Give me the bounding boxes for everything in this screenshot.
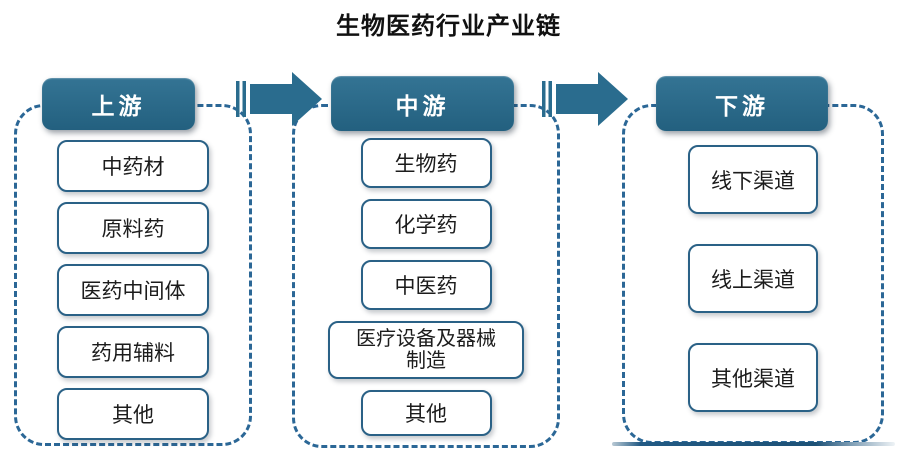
downstream-header: 下游 bbox=[656, 76, 828, 131]
upstream-item-box: 药用辅料 bbox=[57, 326, 209, 378]
upstream-header: 上游 bbox=[42, 78, 195, 130]
page-title: 生物医药行业产业链 bbox=[336, 14, 561, 40]
midstream-items: 生物药 化学药 中医药 医疗设备及器械制造 其他 bbox=[292, 138, 560, 436]
upstream-item-box: 医药中间体 bbox=[57, 264, 209, 316]
arrow-right-icon bbox=[236, 72, 322, 126]
downstream-item-box: 线下渠道 bbox=[688, 145, 818, 214]
upstream-item-box: 原料药 bbox=[57, 202, 209, 254]
midstream-header: 中游 bbox=[331, 76, 514, 131]
downstream-item-box: 线上渠道 bbox=[688, 244, 818, 313]
upstream-item-box: 其他 bbox=[57, 388, 209, 440]
upstream-item-box: 中药材 bbox=[57, 140, 209, 192]
bottom-line-artifact bbox=[612, 442, 895, 446]
midstream-item-box: 化学药 bbox=[360, 199, 492, 249]
midstream-item-box: 医疗设备及器械制造 bbox=[328, 321, 524, 379]
upstream-items: 中药材 原料药 医药中间体 药用辅料 其他 bbox=[14, 140, 252, 440]
downstream-item-box: 其他渠道 bbox=[688, 343, 818, 412]
midstream-item-box: 中医药 bbox=[360, 260, 492, 310]
downstream-items: 线下渠道 线上渠道 其他渠道 bbox=[622, 145, 884, 412]
arrow-right-icon bbox=[542, 72, 628, 126]
midstream-item-box: 生物药 bbox=[360, 138, 492, 188]
midstream-item-box: 其他 bbox=[360, 390, 492, 436]
